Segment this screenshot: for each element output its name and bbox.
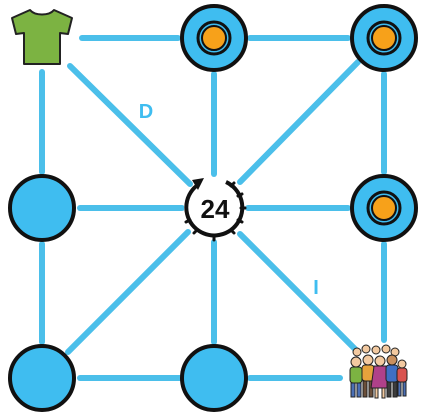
blue-circle-node xyxy=(8,344,76,412)
line-top-left-to-center xyxy=(67,63,193,187)
line-center-to-bottom-right xyxy=(237,231,359,353)
stopwatch-ticks xyxy=(184,181,247,242)
node-top-right[interactable] xyxy=(350,4,418,72)
line-top-right-to-center xyxy=(237,59,361,185)
blue-circle-node xyxy=(8,174,76,242)
center-timer[interactable]: 24 xyxy=(184,178,247,242)
green-tshirt-icon xyxy=(11,9,73,65)
node-top-middle[interactable] xyxy=(180,4,248,72)
blue-circle-node xyxy=(180,344,248,412)
board-lines xyxy=(39,35,387,381)
target-node-center xyxy=(371,25,397,51)
target-node-center xyxy=(201,25,227,51)
timer-background xyxy=(184,178,244,238)
node-top-left[interactable] xyxy=(11,9,73,65)
node-middle-left[interactable] xyxy=(8,174,76,242)
timer-value: 24 xyxy=(201,194,230,224)
stopwatch-icon xyxy=(184,180,245,238)
node-middle-right[interactable] xyxy=(350,174,418,242)
node-bottom-middle[interactable] xyxy=(180,344,248,412)
node-bottom-left[interactable] xyxy=(8,344,76,412)
line-bottom-left-to-center xyxy=(65,229,191,355)
node-bottom-right[interactable] xyxy=(349,344,408,399)
stopwatch-arrow xyxy=(192,178,204,190)
edge-label-d: D xyxy=(139,101,153,123)
target-node-center xyxy=(371,195,397,221)
crowd-of-people-icon xyxy=(349,344,408,399)
edge-label-i: I xyxy=(313,277,319,299)
